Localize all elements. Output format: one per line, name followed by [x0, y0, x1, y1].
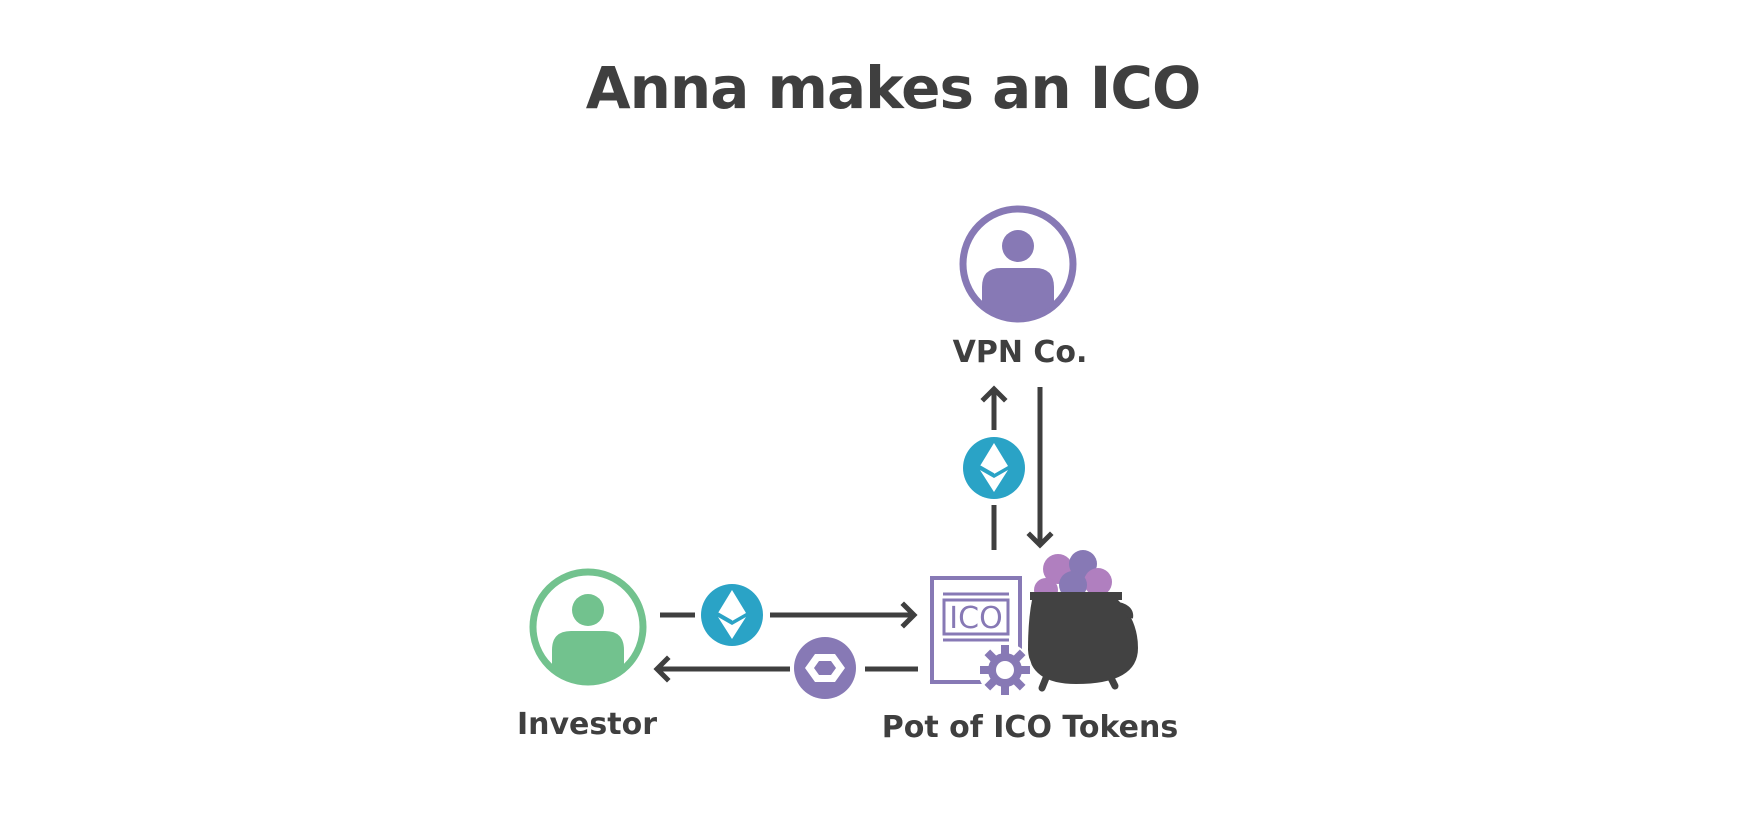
gear-icon [978, 643, 1032, 697]
ico-token-coin-icon [794, 637, 856, 699]
pot-node: ICO Pot of ICO Tokens [882, 550, 1178, 745]
tokens-to-pot-arrow [1026, 387, 1054, 549]
vpn-person-icon [959, 205, 1077, 323]
tokens-to-investor-arrow [653, 655, 918, 683]
vpn-label: VPN Co. [953, 335, 1088, 370]
diagram-title: Anna makes an ICO [586, 54, 1201, 122]
investor-person-icon [529, 568, 647, 686]
investor-ether-coin-icon [701, 584, 763, 646]
pot-label: Pot of ICO Tokens [882, 710, 1178, 745]
ico-document-icon: ICO [930, 576, 1022, 684]
vpn-node: VPN Co. [953, 205, 1088, 370]
ico-badge-text: ICO [949, 601, 1002, 636]
investor-node: Investor [517, 568, 657, 742]
ether-to-pot-arrow [660, 601, 918, 629]
ether-to-vpn-arrow [980, 385, 1008, 550]
investor-label: Investor [517, 707, 657, 742]
vpn-ether-coin-icon [963, 437, 1025, 499]
pot-icon [1028, 550, 1138, 692]
